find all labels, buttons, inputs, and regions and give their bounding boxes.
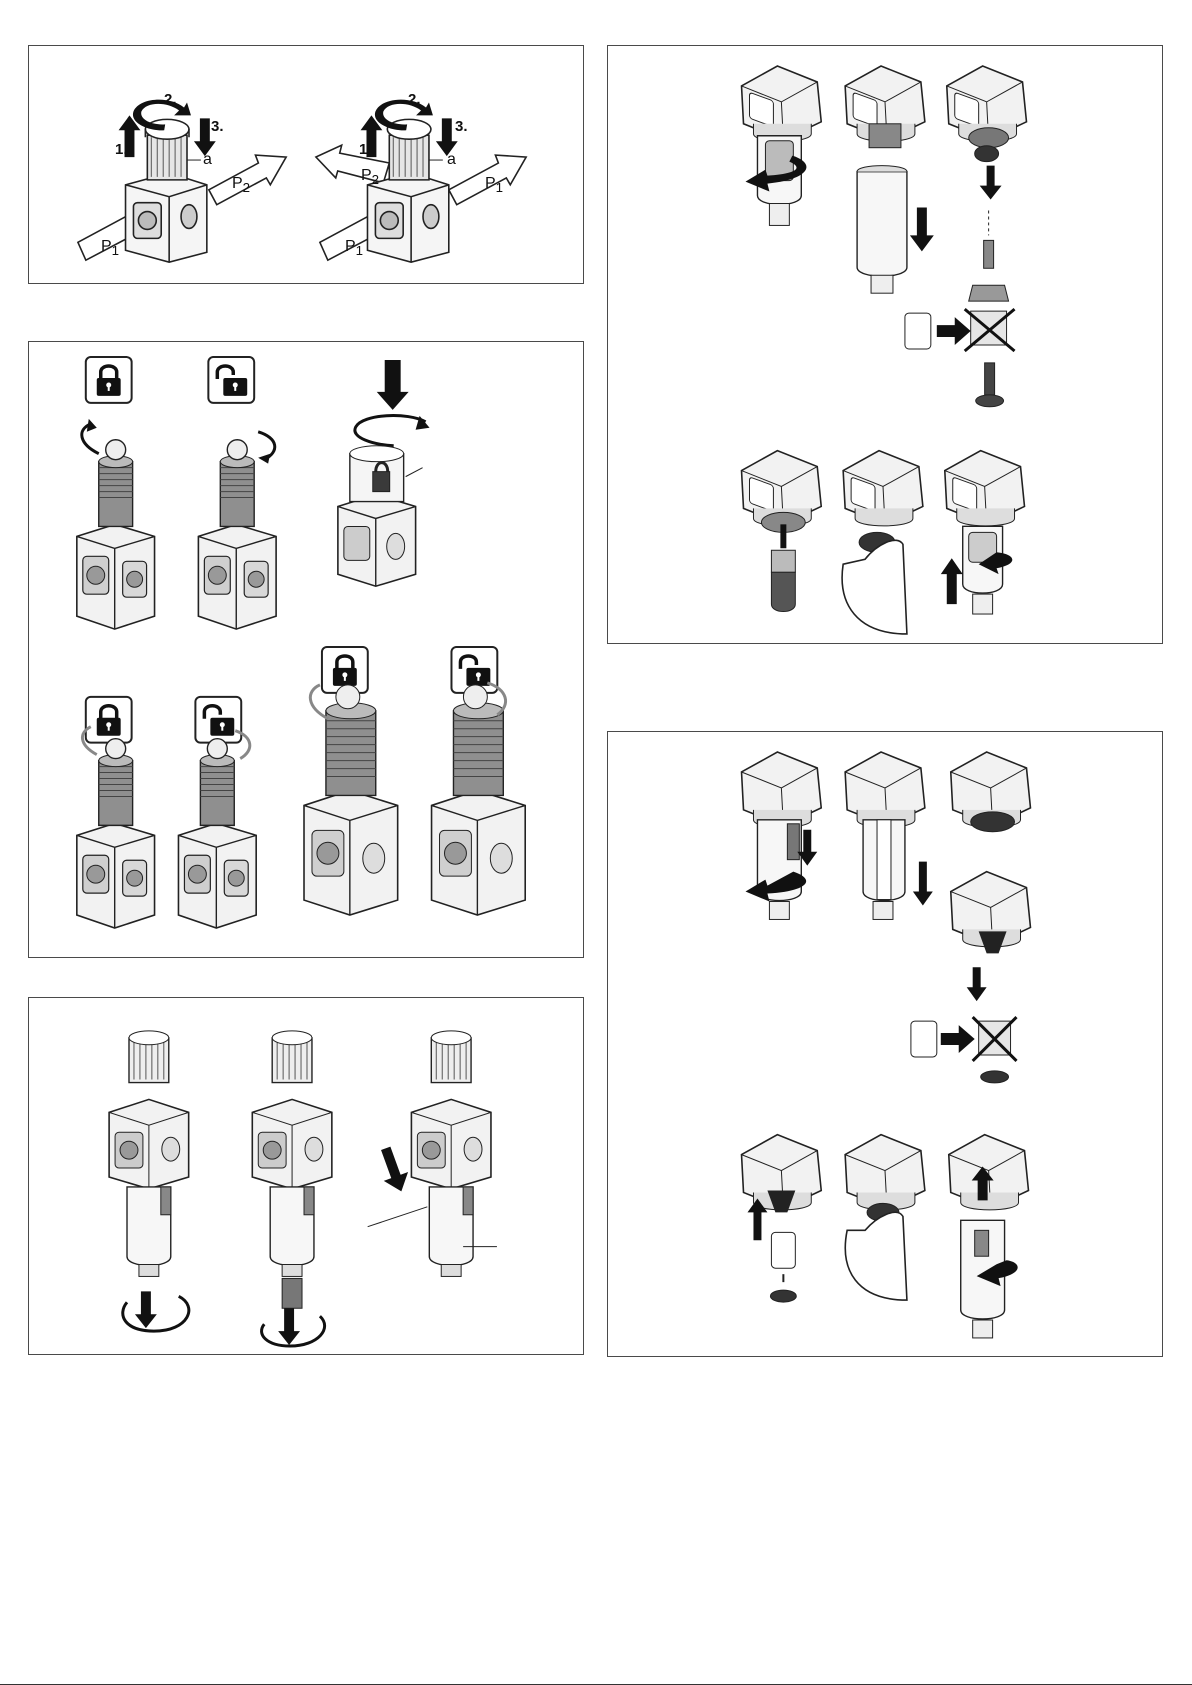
down-arrow-icon (910, 207, 934, 251)
right-arrow-icon (941, 1025, 975, 1053)
down-arrow-icon (980, 166, 1002, 200)
step-2-label: 2. (164, 92, 177, 107)
down-arrow-icon (374, 1144, 414, 1196)
filter-drain-drawing (29, 998, 583, 1354)
p1-label: P1 (101, 239, 119, 258)
filter-element-2-drawing (608, 732, 1162, 1356)
lock-open-icon (208, 357, 254, 403)
down-arrow-icon (278, 1308, 300, 1345)
p1b-label-right: P1 (485, 176, 503, 195)
filter-cartridge-icon (911, 1021, 937, 1057)
step-1-label: 1. (115, 142, 128, 157)
down-arrow-icon (967, 967, 987, 1001)
callout-a-label: a (203, 152, 212, 168)
figure-filter-element-replacement (607, 45, 1163, 644)
step-3-label-right: 3. (455, 119, 468, 134)
down-arrow-icon (913, 862, 933, 906)
figure-filter-drain (28, 997, 584, 1355)
large-unit-left (304, 685, 398, 915)
figure-knob-adjustment: 1. 2. 3. a P1 P2 1. 2. 3. a P1 P2 P1 (28, 45, 584, 284)
right-arrow-icon (937, 317, 971, 345)
rotate-arrow-icon (123, 1296, 189, 1331)
figure-lock-unlock (28, 341, 584, 958)
hand-icon (842, 540, 907, 634)
callout-a-label-right: a (447, 152, 456, 168)
figure-filter-element-replacement-2 (607, 731, 1163, 1357)
down-arrow-icon (377, 360, 409, 410)
filter-element-drawing (608, 46, 1162, 643)
p1-label-right: P1 (345, 239, 363, 258)
down-arrow-icon (135, 1291, 157, 1328)
p2-label-right: P2 (361, 168, 379, 187)
step-2-label-right: 2. (408, 92, 421, 107)
lock-closed-icon (86, 697, 132, 743)
filter-cartridge-icon (905, 313, 931, 349)
step-1-label-right: 1. (359, 142, 372, 157)
lock-closed-icon (86, 357, 132, 403)
lock-unlock-drawing (29, 342, 583, 957)
lock-open-icon (195, 697, 241, 743)
large-unit-right (432, 683, 526, 915)
up-arrow-icon (941, 558, 963, 604)
rotate-arrow-icon (355, 416, 426, 446)
padlock-unit (338, 360, 430, 586)
step-3-label: 3. (211, 119, 224, 134)
hand-icon (845, 1212, 907, 1300)
p2-label: P2 (232, 176, 250, 195)
